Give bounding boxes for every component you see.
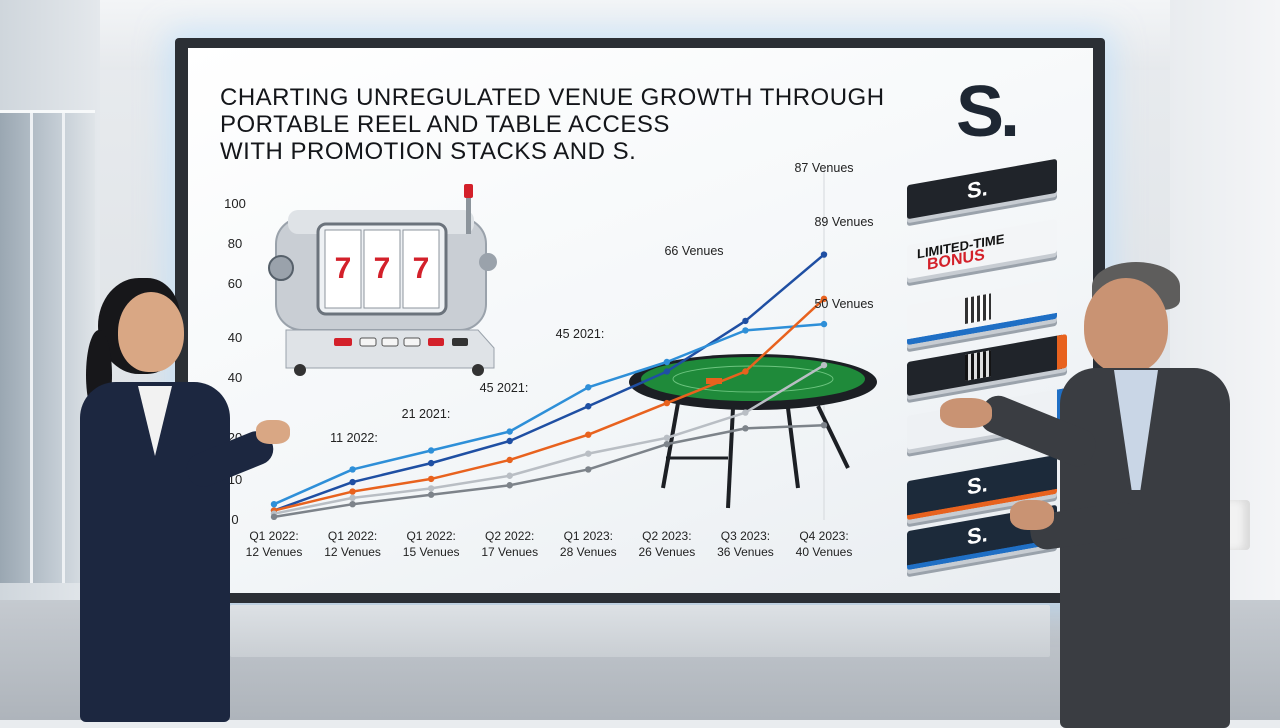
x-tick-label: Q1 2022: xyxy=(249,529,298,543)
x-tick-label: 28 Venues xyxy=(560,545,617,559)
y-tick-label: 60 xyxy=(228,276,242,291)
slide-title-line: PORTABLE REEL AND TABLE ACCESS xyxy=(220,111,670,138)
series-point xyxy=(585,384,592,391)
series-point xyxy=(742,368,749,375)
series-point xyxy=(820,320,828,328)
slide-title-line: CHARTING UNREGULATED VENUE GROWTH THROUG… xyxy=(220,84,885,111)
poker-table-illustration xyxy=(629,354,877,509)
series-point xyxy=(663,434,671,442)
display-base xyxy=(230,605,1050,657)
series-line xyxy=(273,297,825,512)
chart-annotation: 66 Venues xyxy=(664,244,723,258)
chart-annotation: 45 2021: xyxy=(480,381,529,395)
x-tick-label: 12 Venues xyxy=(246,545,303,559)
y-tick-label: 80 xyxy=(228,236,242,251)
y-tick-label: 40 xyxy=(228,370,242,385)
series-point xyxy=(663,358,671,366)
series-point xyxy=(506,482,513,489)
series-point xyxy=(663,399,671,407)
x-tick-label: Q1 2022: xyxy=(406,529,455,543)
y-tick-label: 40 xyxy=(228,330,242,345)
x-tick-label: 15 Venues xyxy=(403,545,460,559)
series-point xyxy=(820,295,828,302)
chart-series xyxy=(270,251,828,521)
x-tick-label: 36 Venues xyxy=(717,545,774,559)
presenter-man xyxy=(920,260,1240,728)
series-point xyxy=(820,422,828,429)
slide-title: CHARTING UNREGULATED VENUE GROWTH THROUG… xyxy=(220,84,940,165)
pointing-hand xyxy=(256,420,290,444)
open-hand xyxy=(1010,500,1054,530)
series-point xyxy=(585,403,592,410)
series-point xyxy=(820,251,828,258)
series-point xyxy=(585,450,592,457)
series-point xyxy=(427,485,435,492)
series-point xyxy=(742,317,749,325)
promo-card: S. xyxy=(907,158,1057,220)
x-tick-label: 17 Venues xyxy=(481,545,538,559)
y-axis: 0102040406080100 xyxy=(224,196,246,527)
s-logo: S. xyxy=(956,72,1020,152)
x-axis: Q1 2022: 12 Venues Q1 2022: 12 Venues Q1 202… xyxy=(246,168,853,559)
x-tick-label: Q2 2022: xyxy=(485,529,534,543)
pointing-hand xyxy=(940,398,992,428)
series-point xyxy=(270,513,278,521)
x-tick-label: Q3 2023: xyxy=(721,529,770,543)
series-line xyxy=(273,364,825,515)
presenter-face xyxy=(1084,278,1168,374)
x-tick-label: Q1 2022: xyxy=(328,529,377,543)
series-line xyxy=(273,253,825,512)
reel-symbol: 7 xyxy=(335,252,352,285)
presentation-screen: CHARTING UNREGULATED VENUE GROWTH THROUG… xyxy=(188,48,1093,593)
y-tick-label: 0 xyxy=(231,512,238,527)
series-point xyxy=(427,475,435,483)
series-point xyxy=(427,459,435,467)
series-point xyxy=(349,466,356,473)
series-point xyxy=(506,456,513,464)
series-point xyxy=(349,494,356,502)
y-tick-label: 100 xyxy=(224,196,246,211)
series-point xyxy=(820,361,828,369)
x-tick-label: Q1 2023: xyxy=(564,529,613,543)
series-point xyxy=(349,488,356,495)
x-tick-label: Q2 2023: xyxy=(642,529,691,543)
series-point xyxy=(742,409,749,416)
chart-annotation: 11 2022: xyxy=(330,431,378,445)
chart-annotation: 45 2021: xyxy=(556,327,605,341)
series-point xyxy=(349,501,356,508)
series-point xyxy=(663,368,671,375)
series-line xyxy=(273,423,825,519)
chart-annotation: 89 Venues xyxy=(814,215,873,229)
series-point xyxy=(506,437,513,445)
series-point xyxy=(506,428,513,435)
series-point xyxy=(427,447,435,454)
reel-symbol: 7 xyxy=(413,252,430,285)
presenter-face xyxy=(118,292,184,372)
series-point xyxy=(742,327,749,334)
glass-wall xyxy=(0,110,95,583)
series-point xyxy=(663,440,671,448)
chart-annotation: 87 Venues xyxy=(794,161,853,175)
x-tick-label: 40 Venues xyxy=(796,545,853,559)
series-point xyxy=(585,431,592,438)
series-point xyxy=(742,425,749,432)
slot-machine-illustration: 7 7 7 xyxy=(268,184,497,376)
s-card-label: S. xyxy=(967,174,988,204)
series-point xyxy=(349,478,356,486)
series-point xyxy=(270,501,278,508)
x-tick-label: 12 Venues xyxy=(324,545,381,559)
series-point xyxy=(427,491,435,498)
chart-annotation: 21 2021: xyxy=(402,407,451,421)
series-line xyxy=(273,322,825,506)
series-point xyxy=(585,466,592,473)
reel-symbol: 7 xyxy=(374,252,391,285)
series-point xyxy=(506,472,513,479)
presenter-woman xyxy=(60,270,290,722)
x-tick-label: 26 Venues xyxy=(638,545,695,559)
chart-annotations: 11 2022: 21 2021: 45 2021: 45 2021: 66 Venue… xyxy=(330,161,873,445)
chart-annotation: 50 Venues xyxy=(814,297,873,311)
slide-title-line: WITH PROMOTION STACKS AND S. xyxy=(220,138,637,165)
x-tick-label: Q4 2023: xyxy=(799,529,848,543)
